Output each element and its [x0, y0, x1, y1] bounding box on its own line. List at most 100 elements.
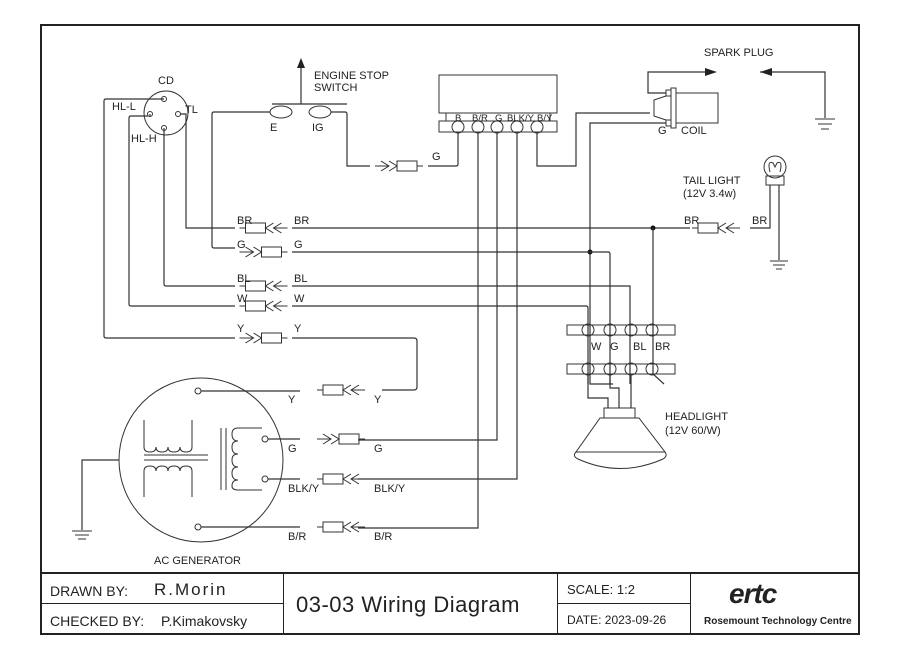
connector-label-right: B/R [374, 531, 392, 543]
ac-generator: AC GENERATOR [118, 377, 284, 567]
wire-ig [331, 111, 370, 167]
wire-cdi-br [358, 133, 479, 529]
connector-label-left: BL [237, 273, 250, 285]
connector-label-left: BR [684, 215, 699, 227]
cd-wires [103, 98, 235, 339]
connector-label-left: W [237, 293, 248, 305]
cd-pin-tl: TL [185, 104, 198, 116]
ground-symbol [72, 530, 92, 540]
checked-by-label: CHECKED BY: [50, 613, 145, 629]
company-logo: ertc [729, 578, 777, 609]
spark-gap-arrow-right [760, 68, 772, 76]
engine-stop-switch-label-1: ENGINE STOP [314, 70, 389, 82]
connector-label-right: BR [752, 215, 767, 227]
connector-label-left: BLK/Y [288, 483, 320, 495]
inline-connector: BR BR [237, 215, 309, 234]
headlight-connector: W G BL BR [566, 323, 676, 376]
ac-generator-label: AC GENERATOR [154, 555, 241, 567]
headlight-terminal-br: BR [655, 341, 670, 353]
wire-y-main [292, 337, 418, 391]
spark-plug-label: SPARK PLUG [704, 47, 774, 59]
cdi-terminal-blky: BLK/Y [507, 113, 535, 124]
wire-generator-ground [81, 459, 119, 530]
cd-pin-hl-h: HL-H [131, 133, 157, 145]
inline-connector: G [375, 151, 441, 172]
inline-connector: B/R B/R [288, 521, 392, 543]
headlight-label-1: HEADLIGHT [665, 411, 728, 423]
cdi-terminal-b: B [455, 113, 461, 124]
wire-spark-ground [760, 71, 826, 118]
wire-cdi-b [428, 133, 459, 167]
cdi-unit: B B/R G BLK/Y B/Y [438, 74, 558, 134]
connector-label-right: BL [294, 273, 307, 285]
inline-connector: BL BL [237, 273, 307, 292]
company-name: Rosemount Technology Centre [704, 616, 852, 627]
date-value: DATE: 2023-09-26 [567, 613, 667, 627]
headlight-terminal-w: W [591, 341, 602, 353]
wire-e-ground [211, 111, 270, 249]
headlight-terminal-bl: BL [633, 341, 646, 353]
headlight-label-2: (12V 60/W) [665, 425, 721, 437]
engine-stop-switch-label-2: SWITCH [314, 82, 357, 94]
drawn-by-label: DRAWN BY: [50, 583, 129, 599]
wire-headlight-g [609, 374, 620, 408]
wire-coil-hv [647, 71, 710, 94]
ground-symbol [770, 260, 788, 270]
wire-cdi-blky [358, 133, 518, 480]
switch-pin-ig: IG [312, 122, 324, 134]
cdi-terminal-g: G [495, 113, 502, 124]
wire-w-main [292, 305, 589, 384]
ground-symbol [815, 118, 835, 130]
drawn-by-value: R.Morin [154, 580, 228, 599]
wire-br-headlight [652, 228, 665, 385]
checked-by-value: P.Kimakovsky [161, 613, 248, 629]
engine-stop-switch: ENGINE STOP SWITCH E IG [269, 58, 389, 134]
wire-cdi-g [358, 133, 498, 441]
inline-connector: BLK/Y BLK/Y [288, 473, 406, 495]
wire-bl-main [292, 285, 631, 384]
coil-label: COIL [681, 125, 707, 137]
connector-label-left: BR [237, 215, 252, 227]
connector-label-right: W [294, 293, 305, 305]
cd-connector: CD HL-L TL HL-H [112, 75, 198, 145]
cdi-terminal-by: B/Y [537, 113, 553, 124]
connector-label-left: Y [237, 323, 245, 335]
switch-pin-e: E [270, 122, 277, 134]
connector-label-right: Y [374, 394, 382, 406]
connector-label-right: G [294, 239, 303, 251]
ignition-coil: G COIL [653, 87, 719, 137]
tail-light: TAIL LIGHT (12V 3.4w) [683, 155, 787, 200]
drawing-title: 03-03 Wiring Diagram [296, 592, 520, 617]
scale-value: SCALE: 1:2 [567, 582, 635, 597]
coil-pin-g: G [658, 125, 667, 137]
tail-light-label-2: (12V 3.4w) [683, 188, 736, 200]
spark-gap-arrow-left [705, 68, 717, 76]
headlight: HEADLIGHT (12V 60/W) [573, 407, 728, 469]
connector-label-left: Y [288, 394, 296, 406]
wire-headlight-w [587, 374, 609, 408]
wire-cdi-by [536, 112, 650, 167]
connector-label-right: Y [294, 323, 302, 335]
cdi-terminal-br: B/R [472, 113, 488, 124]
connector-label-right: BR [294, 215, 309, 227]
title-block: DRAWN BY: R.Morin CHECKED BY: P.Kimakovs… [41, 572, 859, 634]
wire-g-main [292, 251, 611, 384]
cd-label: CD [158, 75, 174, 87]
connector-label-left: G [237, 239, 246, 251]
tail-light-label-1: TAIL LIGHT [683, 175, 741, 187]
connector-label-left: G [288, 443, 297, 455]
connector-label-right: BLK/Y [374, 483, 406, 495]
connector-label-right: G [374, 443, 383, 455]
headlight-terminal-g: G [610, 341, 619, 353]
drawing-border [40, 24, 860, 635]
connector-label-left: G [432, 151, 441, 163]
company-logo-block: ertc Rosemount Technology Centre [691, 574, 859, 634]
connector-label-left: B/R [288, 531, 306, 543]
inline-connector: BR BR [684, 215, 767, 234]
